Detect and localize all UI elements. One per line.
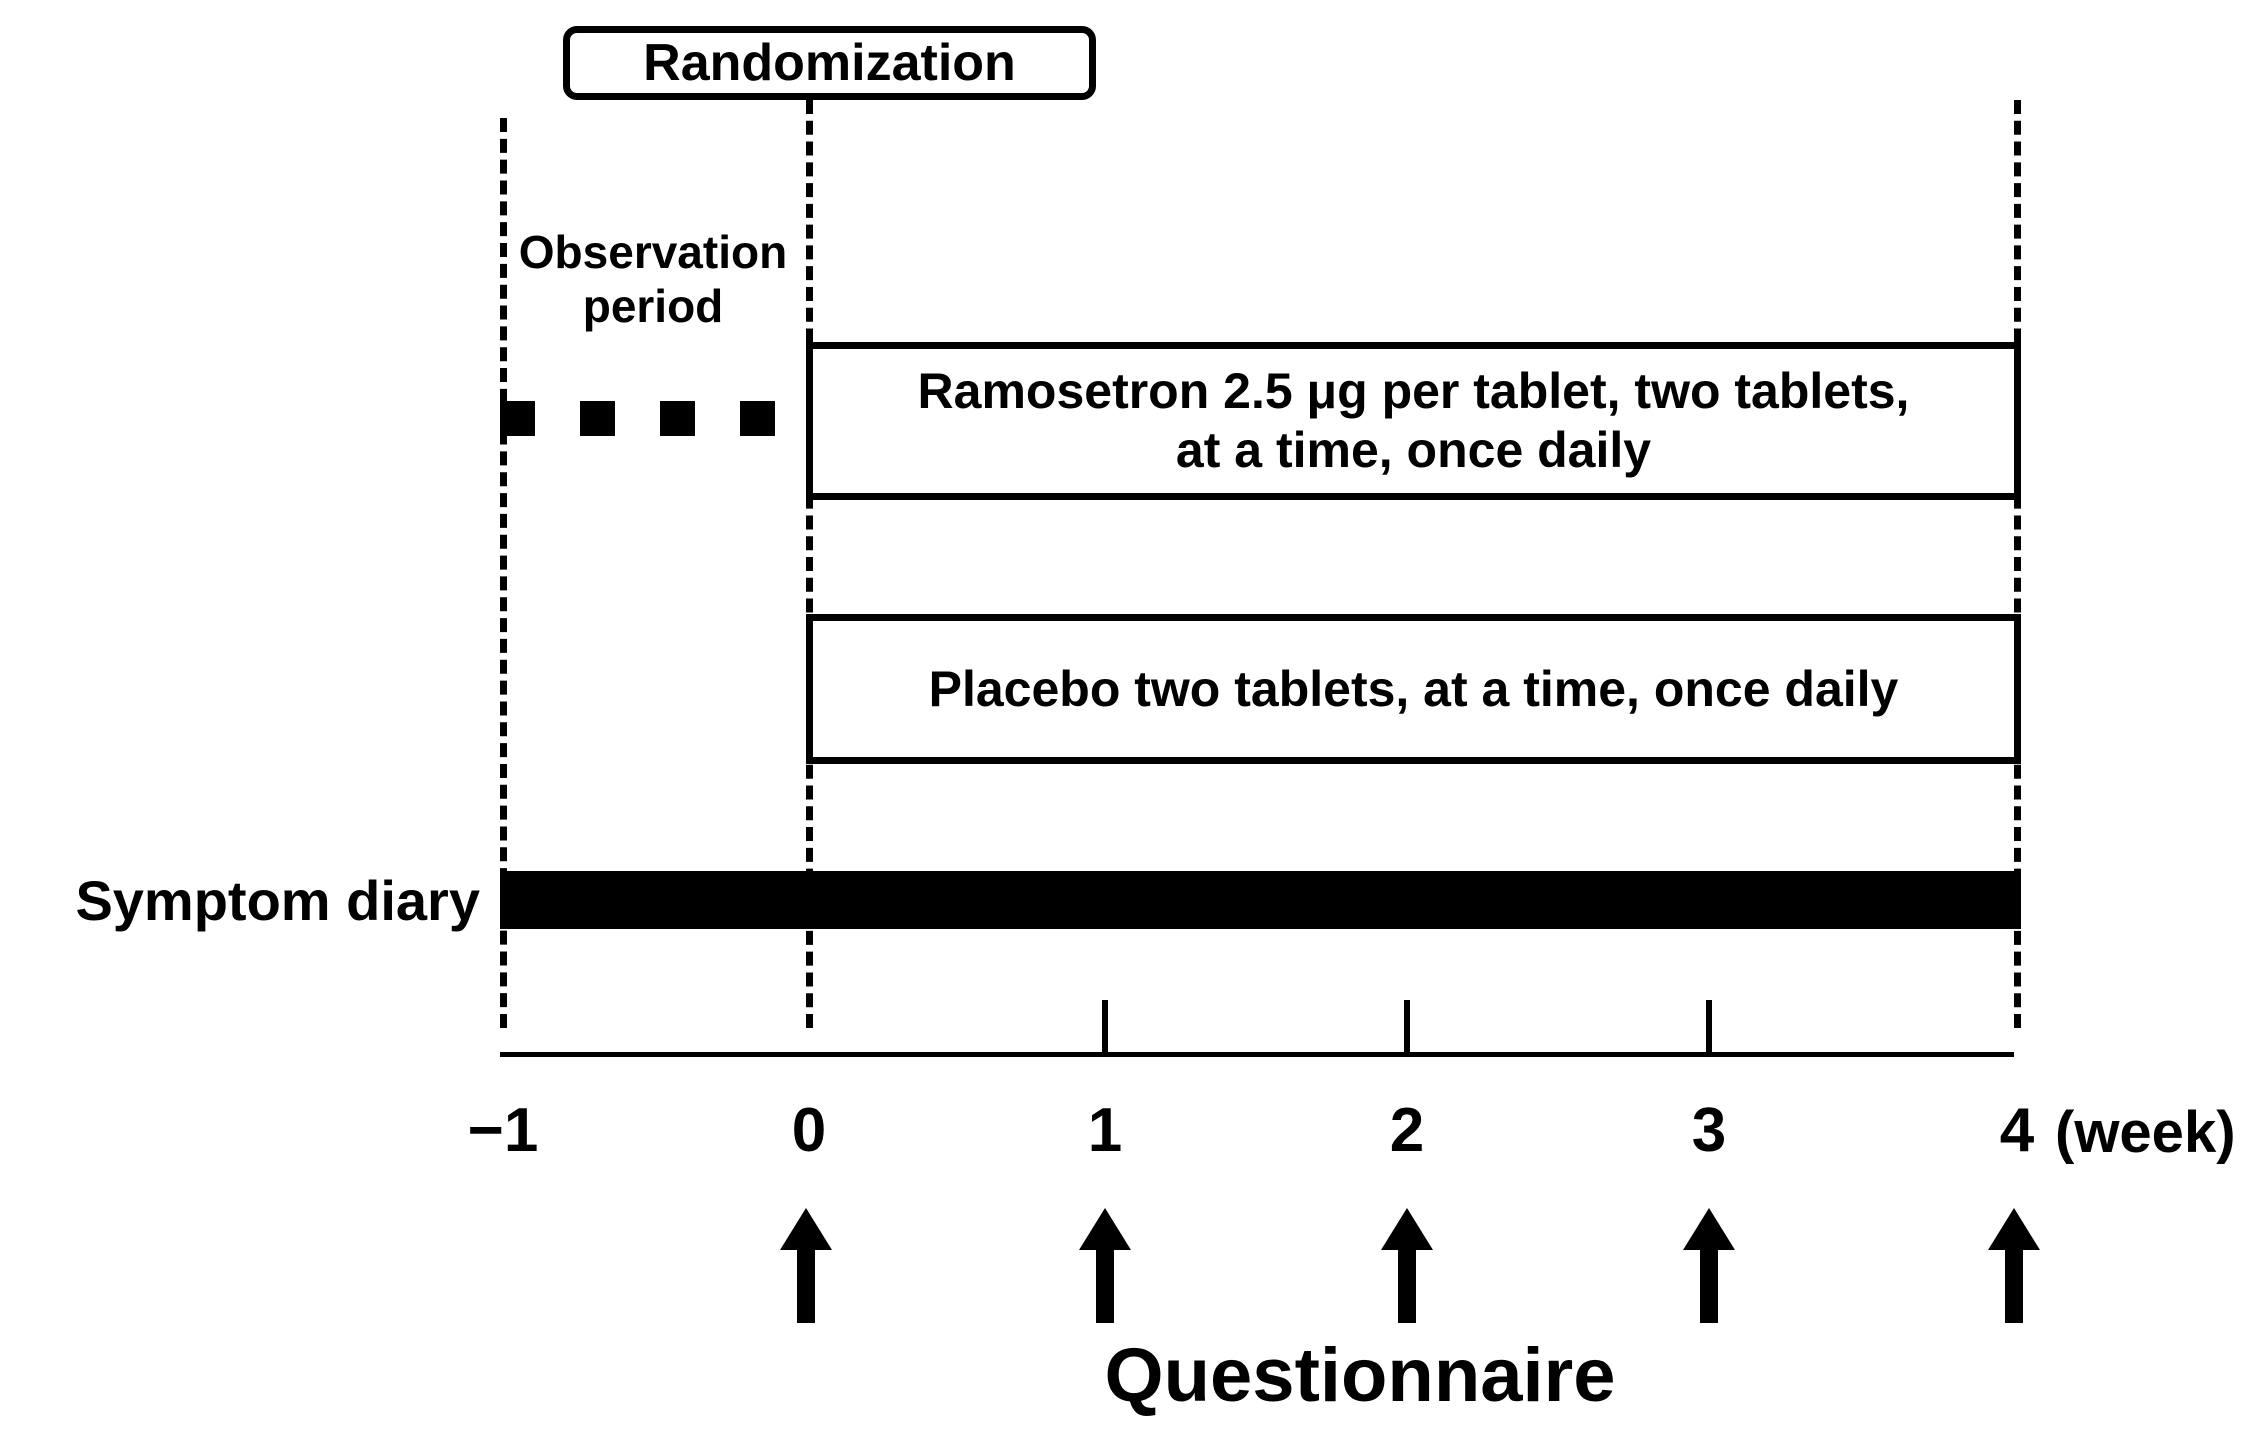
ramosetron-line1: Ramosetron 2.5 μg per tablet, two tablet… — [917, 363, 1910, 419]
questionnaire-arrow-week-2 — [1381, 1208, 1433, 1323]
randomization-label: Randomization — [643, 34, 1016, 92]
arrow-shaft — [797, 1248, 815, 1323]
arrow-head-icon — [1079, 1208, 1131, 1250]
arrow-shaft — [1700, 1248, 1718, 1323]
arrow-head-icon — [1381, 1208, 1433, 1250]
observation-dash-square — [580, 401, 615, 436]
axis-tick-label-week-minus1: −1 — [467, 1096, 539, 1165]
observation-dash-square — [660, 401, 695, 436]
arrow-head-icon — [780, 1208, 832, 1250]
axis-tick-label-week-2: 2 — [1389, 1096, 1425, 1165]
treatment-arm-ramosetron-box: Ramosetron 2.5 μg per tablet, two tablet… — [806, 342, 2021, 500]
timeline-axis — [500, 1052, 2014, 1057]
axis-tick-label-week-4: 4 — [1999, 1096, 2035, 1165]
questionnaire-arrow-week-1 — [1079, 1208, 1131, 1323]
arrow-shaft — [1096, 1248, 1114, 1323]
randomization-box: Randomization — [563, 26, 1096, 100]
guide-line-week-4 — [2014, 100, 2021, 1028]
questionnaire-caption: Questionnaire — [1104, 1333, 1616, 1418]
arrow-shaft — [1398, 1248, 1416, 1323]
observation-dash-square — [500, 401, 535, 436]
questionnaire-arrow-week-3 — [1683, 1208, 1735, 1323]
axis-unit-label: (week) — [2055, 1100, 2236, 1165]
axis-tick-label-week-3: 3 — [1691, 1096, 1727, 1165]
symptom-diary-label: Symptom diary — [75, 869, 480, 932]
observation-period-line2: period — [582, 280, 724, 333]
questionnaire-arrow-week-0 — [780, 1208, 832, 1323]
axis-tick-label-week-0: 0 — [791, 1096, 827, 1165]
placebo-line1: Placebo two tablets, at a time, once dai… — [928, 660, 1899, 717]
questionnaire-arrow-week-4 — [1988, 1208, 2040, 1323]
treatment-arm-ramosetron-text: Ramosetron 2.5 μg per tablet, two tablet… — [904, 362, 1924, 480]
treatment-arm-placebo-text: Placebo two tablets, at a time, once dai… — [915, 660, 1913, 719]
axis-tick-week-1 — [1102, 1000, 1108, 1057]
axis-tick-week-3 — [1706, 1000, 1712, 1057]
arrow-shaft — [2005, 1248, 2023, 1323]
observation-period-label: Observation period — [500, 225, 806, 334]
symptom-diary-bar — [500, 871, 2021, 929]
observation-period-line1: Observation — [518, 226, 788, 278]
axis-tick-week-2 — [1404, 1000, 1410, 1057]
guide-line-week-minus1 — [500, 118, 507, 1028]
axis-tick-label-week-1: 1 — [1087, 1096, 1123, 1165]
treatment-arm-placebo-box: Placebo two tablets, at a time, once dai… — [806, 614, 2021, 764]
arrow-head-icon — [1683, 1208, 1735, 1250]
guide-line-week-0 — [806, 100, 813, 1028]
observation-dash-square — [740, 401, 775, 436]
arrow-head-icon — [1988, 1208, 2040, 1250]
ramosetron-line2: at a time, once daily — [1175, 422, 1652, 478]
